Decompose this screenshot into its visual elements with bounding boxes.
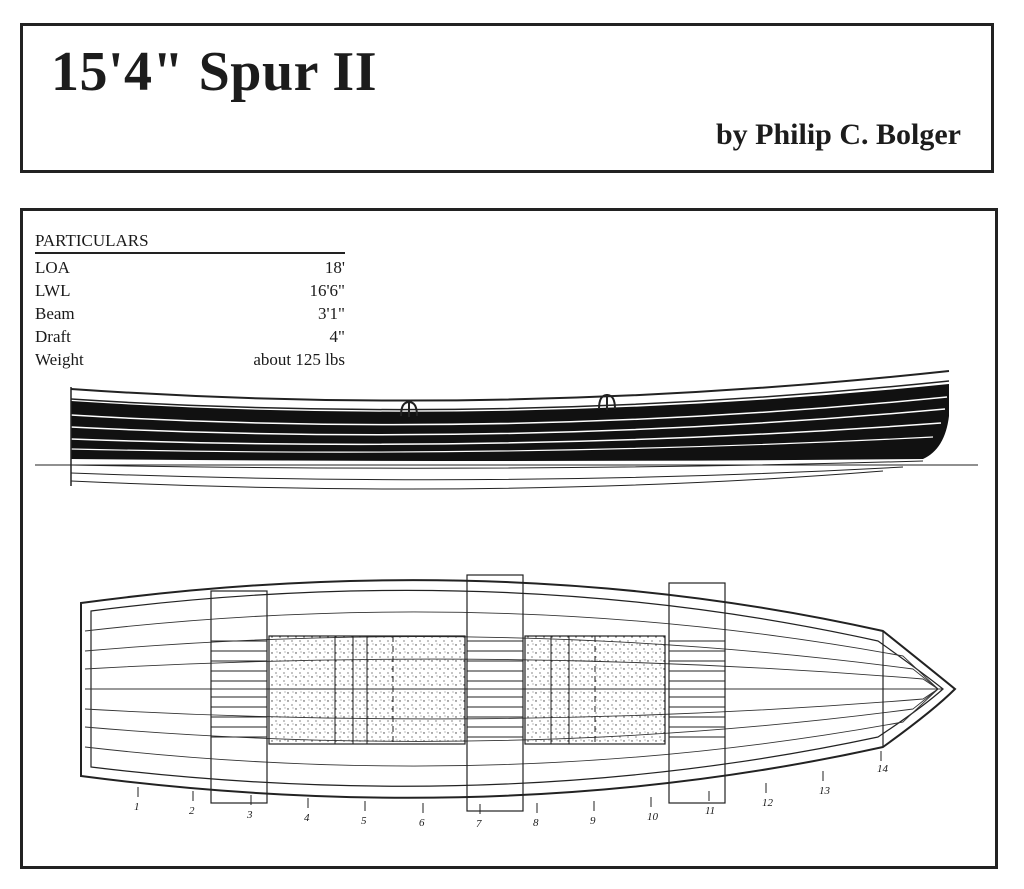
station-label: 8 [533, 817, 539, 829]
particulars-row: LOA 18' [35, 256, 345, 279]
particulars-label: Beam [35, 304, 75, 323]
particulars-value: 3'1" [317, 304, 345, 323]
station-label: 9 [590, 815, 596, 827]
station-label: 2 [189, 805, 195, 817]
particulars-row: LWL 16'6" [35, 279, 345, 302]
particulars-row: Weight about 125 lbs [35, 348, 345, 371]
particulars-value: 4" [329, 327, 345, 346]
particulars-row: Draft 4" [35, 325, 345, 348]
particulars-row: Beam 3'1" [35, 302, 345, 325]
title-box: 15'4" Spur II by Philip C. Bolger [20, 23, 994, 173]
station-label: 3 [247, 809, 253, 821]
station-label: 7 [476, 818, 482, 830]
station-label: 12 [762, 797, 773, 809]
particulars-label: LOA [35, 258, 70, 277]
station-label: 10 [647, 811, 658, 823]
particulars-heading: PARTICULARS [35, 229, 345, 254]
particulars-label: Weight [35, 350, 84, 369]
station-label: 11 [705, 805, 716, 817]
oarlock-icon [400, 400, 418, 417]
particulars-value: 18' [324, 258, 345, 277]
plan-drawing [80, 574, 957, 814]
particulars-label: Draft [35, 327, 71, 346]
station-label: 4 [304, 812, 310, 824]
oarlock-icon [598, 393, 616, 410]
station-label: 6 [419, 817, 425, 829]
page-title: 15'4" Spur II [51, 41, 378, 103]
station-label: 14 [877, 763, 888, 775]
particulars-value: 16'6" [309, 281, 345, 300]
station-label: 13 [819, 785, 830, 797]
particulars-value: about 125 lbs [253, 350, 345, 369]
particulars-table: PARTICULARS LOA 18' LWL 16'6" Beam 3'1" Draft 4… [35, 229, 345, 371]
profile-drawing [35, 370, 978, 490]
particulars-label: LWL [35, 281, 71, 300]
station-label: 5 [361, 815, 367, 827]
station-label: 1 [134, 801, 140, 813]
byline: by Philip C. Bolger [715, 118, 961, 151]
drawing-panel: PARTICULARS LOA 18' LWL 16'6" Beam 3'1" Draft 4… [20, 208, 998, 869]
